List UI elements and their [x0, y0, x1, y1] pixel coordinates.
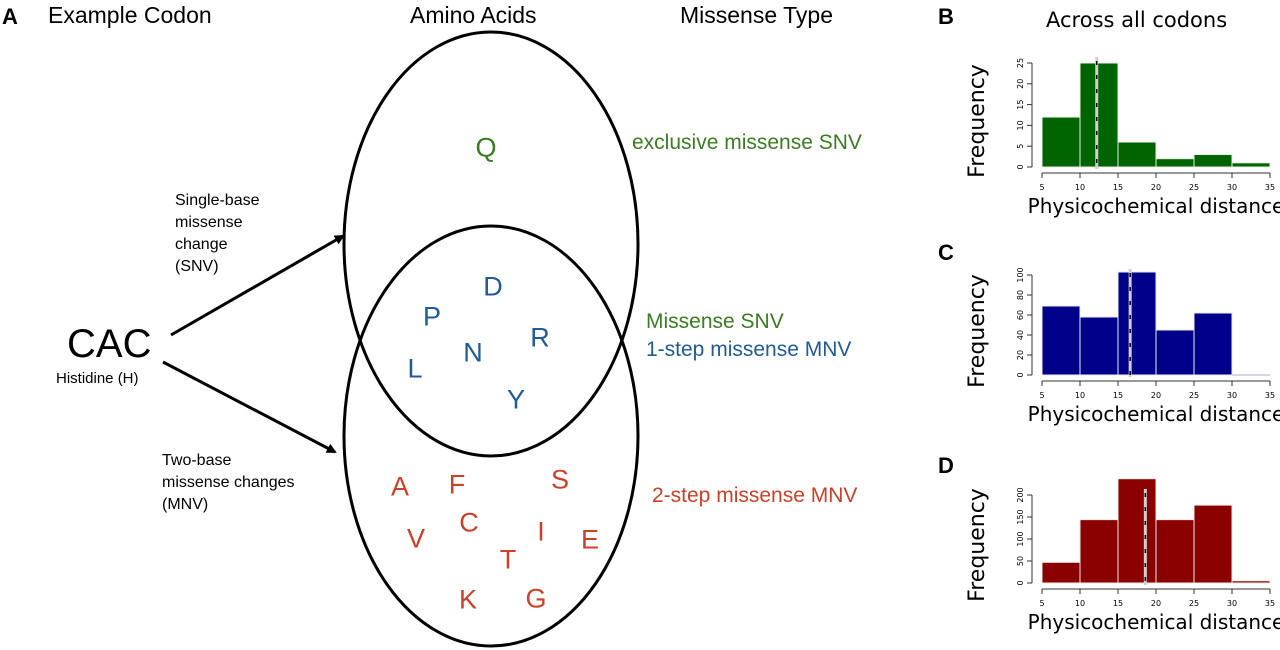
x-tick-label: 20	[1151, 183, 1161, 192]
histogram-bar	[1231, 580, 1271, 584]
x-axis-label: Physicochemical distance	[1028, 402, 1280, 426]
aa-letter: K	[458, 584, 478, 615]
aa-letter: E	[580, 524, 600, 555]
mnv-ellipse	[342, 224, 640, 648]
x-tick-label: 5	[1039, 599, 1044, 608]
x-tick-label: 25	[1189, 183, 1199, 192]
x-tick-label: 15	[1113, 391, 1123, 400]
y-tick-label: 25	[1016, 58, 1025, 68]
histogram-bar	[1155, 158, 1195, 168]
panel-label-d: D	[938, 453, 954, 478]
x-tick-label: 35	[1265, 183, 1275, 192]
snv-arrow-label: Single-base missense change (SNV)	[175, 192, 260, 275]
aa-letter: G	[525, 583, 547, 614]
histogram-bar	[1117, 271, 1157, 376]
histogram-bar	[1041, 116, 1081, 168]
right-panels-title: Across all codons	[1046, 8, 1228, 32]
exclusive-snv-label: exclusive missense SNV	[632, 131, 862, 154]
x-tick-label: 20	[1151, 599, 1161, 608]
codon-amino-acid: Histidine (H)	[56, 370, 139, 387]
venn-diagram	[162, 30, 640, 648]
x-tick-label: 10	[1075, 391, 1085, 400]
panel-label-b: B	[938, 4, 954, 29]
x-tick-label: 10	[1075, 183, 1085, 192]
histogram-bar	[1155, 329, 1195, 376]
y-tick-label: 0	[1016, 372, 1025, 377]
aa-letter: P	[422, 301, 442, 332]
snv-arrow	[170, 234, 345, 337]
histogram-bar	[1117, 141, 1157, 168]
y-tick-label: 100	[1016, 531, 1025, 546]
y-tick-label: 20	[1016, 79, 1025, 89]
x-tick-label: 25	[1189, 391, 1199, 400]
x-tick-label: 25	[1189, 599, 1199, 608]
header-missense-type: Missense Type	[680, 2, 833, 28]
aa-letter: R	[530, 322, 550, 353]
histogram-bar	[1079, 316, 1119, 376]
y-tick-label: 0	[1016, 580, 1025, 585]
y-tick-label: 200	[1016, 487, 1025, 502]
aa-letter: Y	[506, 384, 526, 415]
histogram-bar	[1155, 519, 1195, 584]
y-tick-label: 80	[1016, 290, 1025, 300]
histogram-bar	[1041, 305, 1081, 376]
aa-letter: A	[390, 471, 410, 502]
aa-letter: D	[483, 271, 503, 302]
histogram-bar	[1231, 162, 1271, 168]
y-axis-label: Frequency	[965, 488, 990, 602]
x-tick-label: 35	[1265, 599, 1275, 608]
x-axis-label: Physicochemical distance	[1028, 610, 1280, 634]
x-tick-label: 10	[1075, 599, 1085, 608]
y-tick-label: 150	[1016, 509, 1025, 524]
aa-letter: T	[499, 544, 517, 575]
y-tick-label: 0	[1016, 164, 1025, 169]
y-axis-label: Frequency	[965, 64, 990, 178]
x-tick-label: 30	[1227, 599, 1237, 608]
x-tick-label: 20	[1151, 391, 1161, 400]
y-tick-label: 5	[1016, 144, 1025, 149]
aa-letter: V	[406, 523, 426, 554]
panel-label-a: A	[2, 4, 18, 29]
histogram-bar	[1079, 62, 1119, 168]
x-tick-label: 35	[1265, 391, 1275, 400]
x-tick-label: 5	[1039, 183, 1044, 192]
y-axis-label: Frequency	[965, 274, 990, 388]
histogram-bar	[1193, 504, 1233, 584]
y-tick-label: 100	[1016, 267, 1025, 282]
x-tick-label: 15	[1113, 183, 1123, 192]
histogram-bar	[1079, 519, 1119, 584]
aa-letter: Q	[475, 132, 497, 163]
histogram-bar	[1117, 478, 1157, 584]
x-axis-label: Physicochemical distance	[1028, 194, 1280, 218]
y-tick-label: 40	[1016, 330, 1025, 340]
x-tick-label: 30	[1227, 183, 1237, 192]
x-tick-label: 5	[1039, 391, 1044, 400]
y-tick-label: 15	[1016, 100, 1025, 110]
y-tick-label: 20	[1016, 350, 1025, 360]
aa-letter: I	[537, 516, 545, 547]
aa-letter: S	[550, 464, 570, 495]
aa-letter: C	[459, 507, 479, 538]
y-tick-label: 10	[1016, 120, 1025, 130]
mnv-arrow-label: Two-base missense changes (MNV)	[162, 452, 295, 513]
one-step-mnv-label: 1-step missense MNV	[646, 338, 852, 361]
histogram-bar	[1193, 312, 1233, 376]
aa-letter: L	[407, 353, 423, 384]
codon-text: CAC	[67, 322, 152, 366]
two-step-mnv-label: 2-step missense MNV	[652, 484, 858, 507]
y-tick-label: 50	[1016, 556, 1025, 566]
aa-letter: N	[463, 337, 483, 368]
histogram-bar	[1041, 561, 1081, 584]
mnv-arrow	[162, 360, 337, 454]
x-tick-label: 15	[1113, 599, 1123, 608]
y-tick-label: 60	[1016, 310, 1025, 320]
missense-snv-label: Missense SNV	[646, 310, 784, 333]
panel-label-c: C	[938, 240, 954, 265]
histogram-bar	[1193, 154, 1233, 168]
aa-letter: F	[448, 469, 466, 500]
header-amino-acids: Amino Acids	[410, 2, 537, 28]
header-example-codon: Example Codon	[48, 2, 212, 28]
x-tick-label: 30	[1227, 391, 1237, 400]
